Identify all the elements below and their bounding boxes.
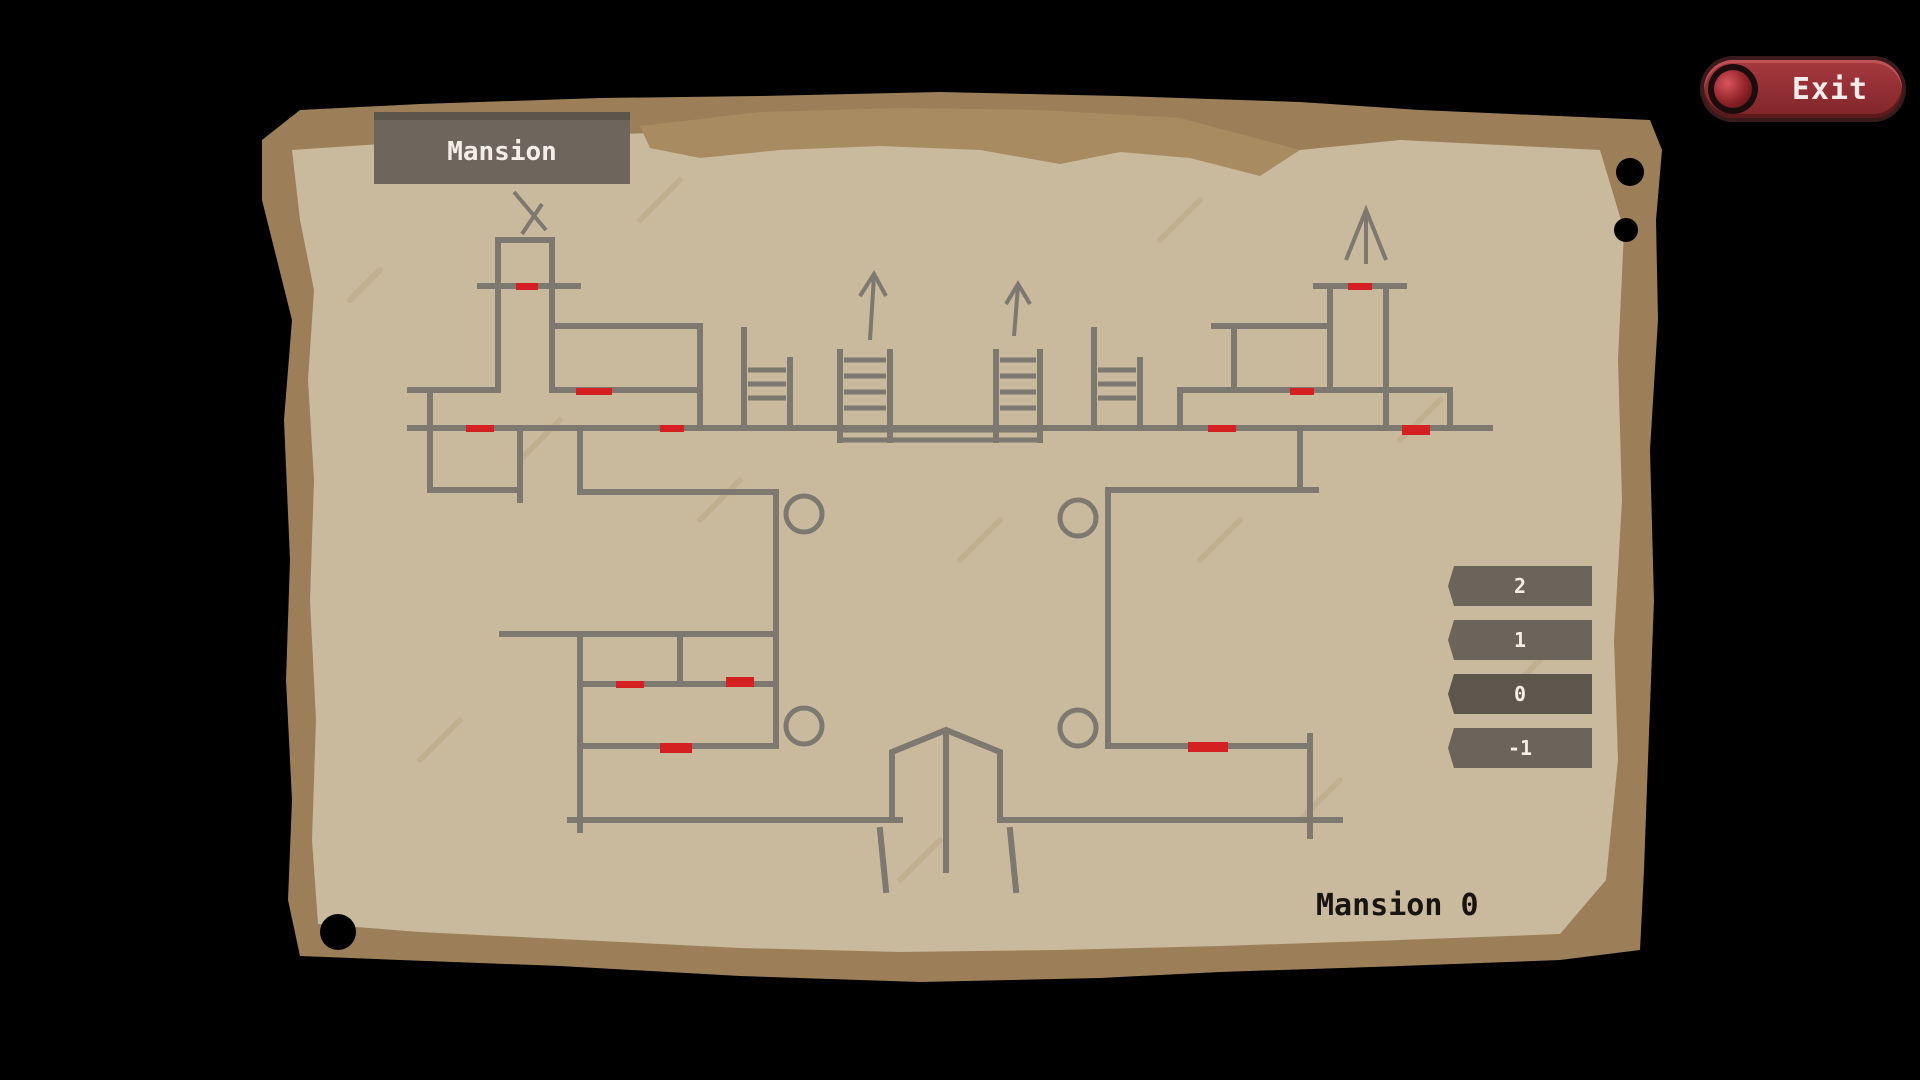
parchment-top-band (640, 108, 1300, 176)
floor-button-2[interactable]: 2 (1448, 566, 1592, 606)
floor-button-1[interactable]: 1 (1448, 620, 1592, 660)
arrow-up-icon (1344, 204, 1388, 264)
exit-label: Exit (1791, 71, 1869, 107)
red-orb-core (1714, 70, 1752, 108)
exit-button-body[interactable]: Exit (1704, 60, 1902, 118)
floor-button-minus-1[interactable]: -1 (1448, 728, 1592, 768)
cross-mark-icon (512, 190, 548, 236)
mansion-walls (407, 237, 1493, 894)
floor-selector: 2 1 0 -1 (1448, 566, 1592, 782)
floor-button-0[interactable]: 0 (1448, 674, 1592, 714)
arrow-up-icon (1004, 280, 1032, 337)
current-location-label: Mansion 0 (1316, 888, 1479, 923)
parchment-hole (320, 914, 356, 950)
map-title: Mansion (374, 112, 630, 184)
ring-marker-icon (783, 493, 1099, 749)
stairs (748, 357, 1136, 443)
parchment-body (292, 126, 1624, 952)
parchment-hole (1616, 158, 1644, 186)
parchment-hole (1614, 218, 1638, 242)
arrow-up-icon (858, 270, 888, 341)
door-markers (466, 283, 1430, 753)
exit-button[interactable]: Exit (1700, 56, 1906, 122)
red-orb-icon (1708, 64, 1758, 114)
